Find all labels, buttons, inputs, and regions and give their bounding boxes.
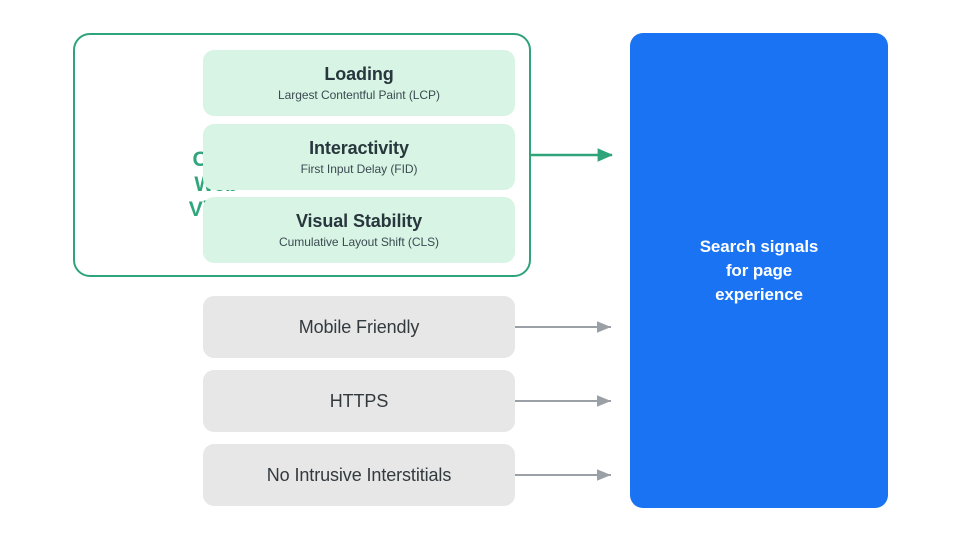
signal-card-title: No Intrusive Interstitials: [266, 465, 452, 485]
destination-panel-label: Search signals for page experience: [699, 236, 819, 304]
signal-card-mobile-friendly[interactable]: Mobile Friendly: [203, 296, 515, 358]
vital-card-visual-stability[interactable]: Visual Stability Cumulative Layout Shift…: [203, 197, 515, 263]
destination-panel-search-signals: Search signals for page experience: [630, 33, 888, 508]
vital-card-interactivity[interactable]: Interactivity First Input Delay (FID): [203, 124, 515, 190]
signal-card-title: HTTPS: [329, 391, 389, 411]
vital-card-title: Visual Stability: [295, 211, 423, 231]
vital-card-metric: Cumulative Layout Shift (CLS): [279, 235, 439, 249]
vital-card-metric: Largest Contentful Paint (LCP): [278, 88, 440, 102]
vital-card-loading[interactable]: Loading Largest Contentful Paint (LCP): [203, 50, 515, 116]
vital-card-title: Loading: [324, 64, 394, 84]
signal-card-https[interactable]: HTTPS: [203, 370, 515, 432]
signal-card-title: Mobile Friendly: [298, 317, 420, 337]
signal-card-no-intrusive-interstitials[interactable]: No Intrusive Interstitials: [203, 444, 515, 506]
vital-card-metric: First Input Delay (FID): [300, 162, 418, 176]
vital-card-title: Interactivity: [309, 138, 409, 158]
